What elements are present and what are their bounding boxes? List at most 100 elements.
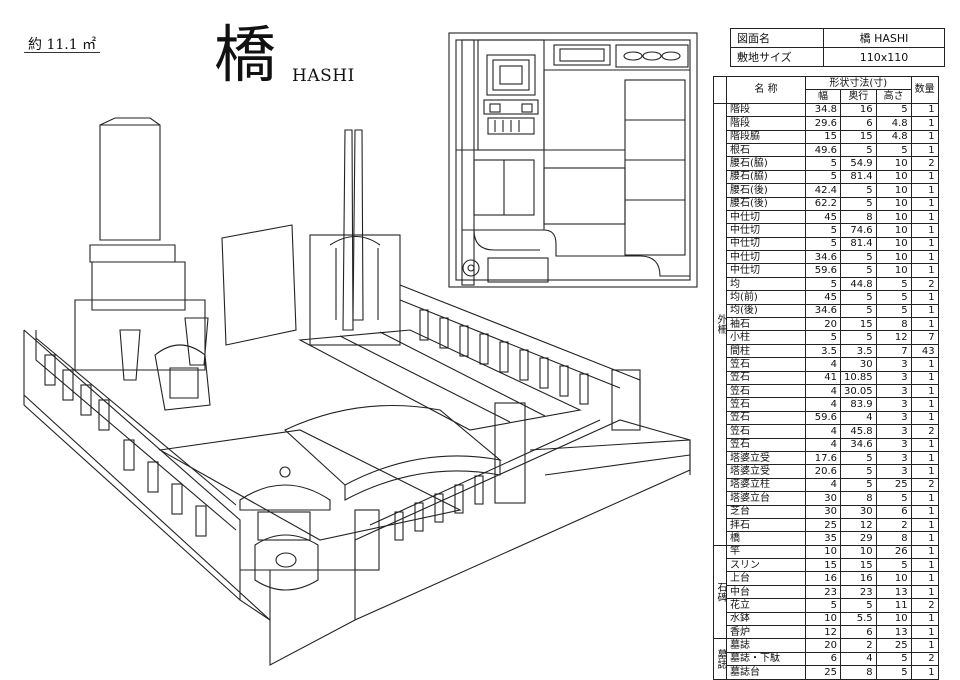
item-depth: 30: [840, 357, 877, 372]
bridge: [284, 404, 502, 486]
item-height: 8: [875, 531, 912, 546]
item-name: 芝台: [726, 504, 806, 519]
item-name: 根石: [726, 142, 806, 158]
item-height: 5: [875, 142, 912, 158]
item-name: 笠石: [726, 397, 806, 412]
memorial-plaque: [221, 224, 297, 346]
item-height: 3: [875, 437, 912, 452]
item-height: 26: [875, 544, 912, 560]
item-depth: 6: [840, 625, 877, 640]
item-depth: 4: [840, 410, 877, 426]
col-qty-header: 数量: [910, 76, 939, 104]
item-width: 3.5: [805, 343, 841, 359]
item-width: 4: [805, 437, 841, 452]
item-depth: 44.8: [840, 276, 877, 292]
item-depth: 3.5: [840, 343, 877, 359]
item-depth: 4: [840, 651, 877, 667]
item-width: 12: [805, 625, 841, 640]
item-width: 17.6: [805, 450, 841, 466]
item-width: 4: [805, 383, 841, 399]
item-depth: 10.85: [840, 370, 877, 385]
item-qty: 1: [910, 129, 939, 144]
item-qty: 2: [910, 276, 939, 292]
item-height: 3: [875, 424, 912, 439]
item-qty: 1: [910, 317, 939, 332]
item-qty: 1: [910, 142, 939, 158]
item-name: 塔婆立受: [726, 450, 806, 466]
item-qty: 1: [910, 209, 939, 225]
col-width-header: 幅: [805, 89, 841, 104]
item-width: 59.6: [805, 263, 841, 278]
item-depth: 83.9: [840, 397, 877, 412]
item-width: 15: [805, 558, 841, 573]
item-height: 3: [875, 397, 912, 412]
info-row: 敷地サイズ 110x110: [730, 47, 945, 67]
item-width: 15: [805, 129, 841, 144]
item-width: 41: [805, 370, 841, 385]
item-height: 6: [875, 504, 912, 519]
item-height: 25: [875, 477, 912, 493]
item-name: 笠石: [726, 437, 806, 452]
item-width: 25: [805, 517, 841, 533]
item-name: 腰石(脇): [726, 169, 806, 185]
item-qty: 1: [910, 450, 939, 466]
item-height: 13: [875, 584, 912, 600]
item-qty: 7: [910, 330, 939, 345]
item-name: 香炉: [726, 625, 806, 640]
item-depth: 6: [840, 116, 877, 131]
item-width: 5: [805, 169, 841, 185]
item-width: 10: [805, 544, 841, 560]
item-width: 35: [805, 531, 841, 546]
item-height: 5: [875, 303, 912, 319]
item-height: 25: [875, 638, 912, 653]
item-depth: 5: [840, 598, 877, 613]
col-depth-header: 奥行: [840, 89, 877, 104]
item-height: 5: [875, 558, 912, 573]
item-depth: 5: [840, 450, 877, 466]
item-height: 5: [875, 290, 912, 305]
item-qty: 1: [910, 102, 939, 118]
item-depth: 54.9: [840, 156, 877, 171]
item-qty: 1: [910, 464, 939, 479]
item-depth: 15: [840, 129, 877, 144]
design-title-kanji: 橋: [214, 18, 277, 91]
item-qty: 1: [910, 665, 939, 680]
item-name: 均(後): [726, 303, 806, 319]
item-depth: 5: [840, 330, 877, 345]
info-key: 敷地サイズ: [730, 47, 824, 67]
item-depth: 8: [840, 665, 877, 680]
dims-title-row: 名 称 形状寸法(寸) 数量: [713, 75, 939, 104]
item-width: 34.8: [805, 102, 841, 118]
item-qty: 1: [910, 357, 939, 372]
item-width: 59.6: [805, 410, 841, 426]
item-width: 5: [805, 598, 841, 613]
item-width: 42.4: [805, 183, 841, 198]
item-height: 5: [875, 665, 912, 680]
item-depth: 5: [840, 464, 877, 479]
info-value: 110x110: [823, 47, 945, 67]
item-name: 中仕切: [726, 223, 806, 238]
dims-title: 形状寸法(寸): [805, 75, 912, 91]
item-depth: 5: [840, 263, 877, 278]
item-width: 4: [805, 357, 841, 372]
stone-lantern: [239, 466, 331, 591]
incense-burner: [154, 344, 211, 411]
item-qty: 1: [910, 223, 939, 238]
item-name: 墓誌・下駄: [726, 651, 806, 667]
design-title-english: HASHI: [292, 66, 355, 86]
item-name: 袖石: [726, 317, 806, 332]
